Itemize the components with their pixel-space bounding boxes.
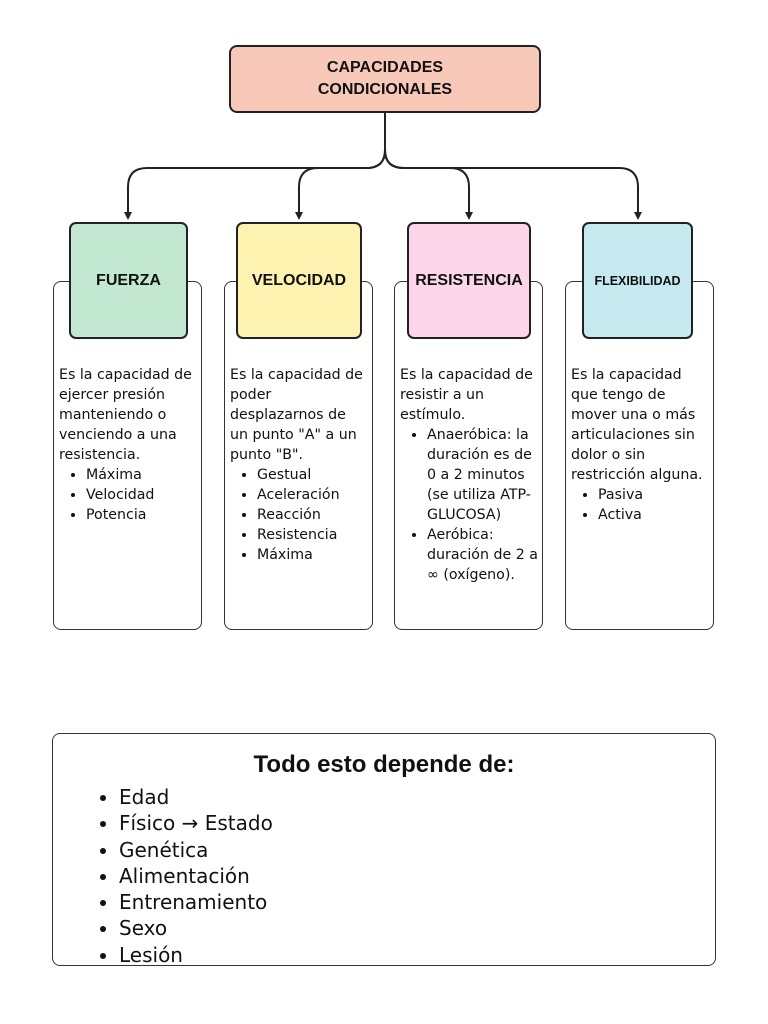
list-item: Máxima: [257, 545, 368, 565]
list-item: Potencia: [86, 505, 197, 525]
list-item: Edad: [119, 784, 273, 810]
connector-velocidad: [295, 149, 386, 220]
list-item: Gestual: [257, 465, 368, 485]
connector-resistencia: [384, 149, 473, 220]
list-item: Activa: [598, 505, 709, 525]
flexibilidad-description-text: Es la capacidad que tengo de mover una o…: [571, 367, 703, 483]
list-item: Velocidad: [86, 485, 197, 505]
node-fuerza: FUERZA: [69, 222, 188, 339]
velocidad-description-text: Es la capacidad de poder desplazarnos de…: [230, 367, 363, 463]
fuerza-list: Máxima Velocidad Potencia: [59, 465, 197, 525]
list-item: Sexo: [119, 915, 273, 941]
node-flexibilidad: FLEXIBILIDAD: [582, 222, 693, 339]
card-velocidad: Es la capacidad de poder desplazarnos de…: [224, 281, 373, 630]
velocidad-list: Gestual Aceleración Reacción Resistencia…: [230, 465, 368, 565]
card-resistencia: Es la capacidad de resistir a un estímul…: [394, 281, 543, 630]
fuerza-description-text: Es la capacidad de ejercer presión mante…: [59, 367, 192, 463]
list-item: Anaeróbica: la duración es de 0 a 2 minu…: [427, 425, 538, 525]
resistencia-title: RESISTENCIA: [415, 271, 523, 289]
node-velocidad: VELOCIDAD: [236, 222, 362, 339]
resistencia-description: Es la capacidad de resistir a un estímul…: [400, 365, 538, 585]
resistencia-list: Anaeróbica: la duración es de 0 a 2 minu…: [400, 425, 538, 585]
list-item: Aeróbica: duración de 2 a ∞ (oxígeno).: [427, 525, 538, 585]
list-item: Máxima: [86, 465, 197, 485]
root-title: CAPACIDADES CONDICIONALES: [317, 59, 453, 98]
list-item: Resistencia: [257, 525, 368, 545]
connector-fuerza: [124, 149, 386, 220]
list-item: Pasiva: [598, 485, 709, 505]
list-item: Genética: [119, 837, 273, 863]
resistencia-description-text: Es la capacidad de resistir a un estímul…: [400, 367, 533, 423]
flexibilidad-list: Pasiva Activa: [571, 485, 709, 525]
velocidad-description: Es la capacidad de poder desplazarnos de…: [230, 365, 368, 565]
card-fuerza: Es la capacidad de ejercer presión mante…: [53, 281, 202, 630]
fuerza-description: Es la capacidad de ejercer presión mante…: [59, 365, 197, 525]
root-node: CAPACIDADES CONDICIONALES: [229, 45, 541, 113]
list-item: Entrenamiento: [119, 889, 273, 915]
connector-flexibilidad: [384, 149, 642, 220]
dependencies-box: Todo esto depende de: Edad Físico → Esta…: [52, 733, 716, 968]
list-item: Lesión: [119, 942, 273, 968]
dependencies-list: Edad Físico → Estado Genética Alimentaci…: [91, 784, 273, 968]
list-item: Aceleración: [257, 485, 368, 505]
dependencies-title: Todo esto depende de:: [253, 751, 515, 778]
fuerza-title: FUERZA: [96, 271, 161, 289]
list-item: Físico → Estado: [119, 810, 273, 836]
list-item: Alimentación: [119, 863, 273, 889]
flexibilidad-title: FLEXIBILIDAD: [594, 273, 681, 288]
list-item: Reacción: [257, 505, 368, 525]
node-resistencia: RESISTENCIA: [407, 222, 531, 339]
velocidad-title: VELOCIDAD: [251, 271, 347, 289]
card-flexibilidad: Es la capacidad que tengo de mover una o…: [565, 281, 714, 630]
flexibilidad-description: Es la capacidad que tengo de mover una o…: [571, 365, 709, 525]
